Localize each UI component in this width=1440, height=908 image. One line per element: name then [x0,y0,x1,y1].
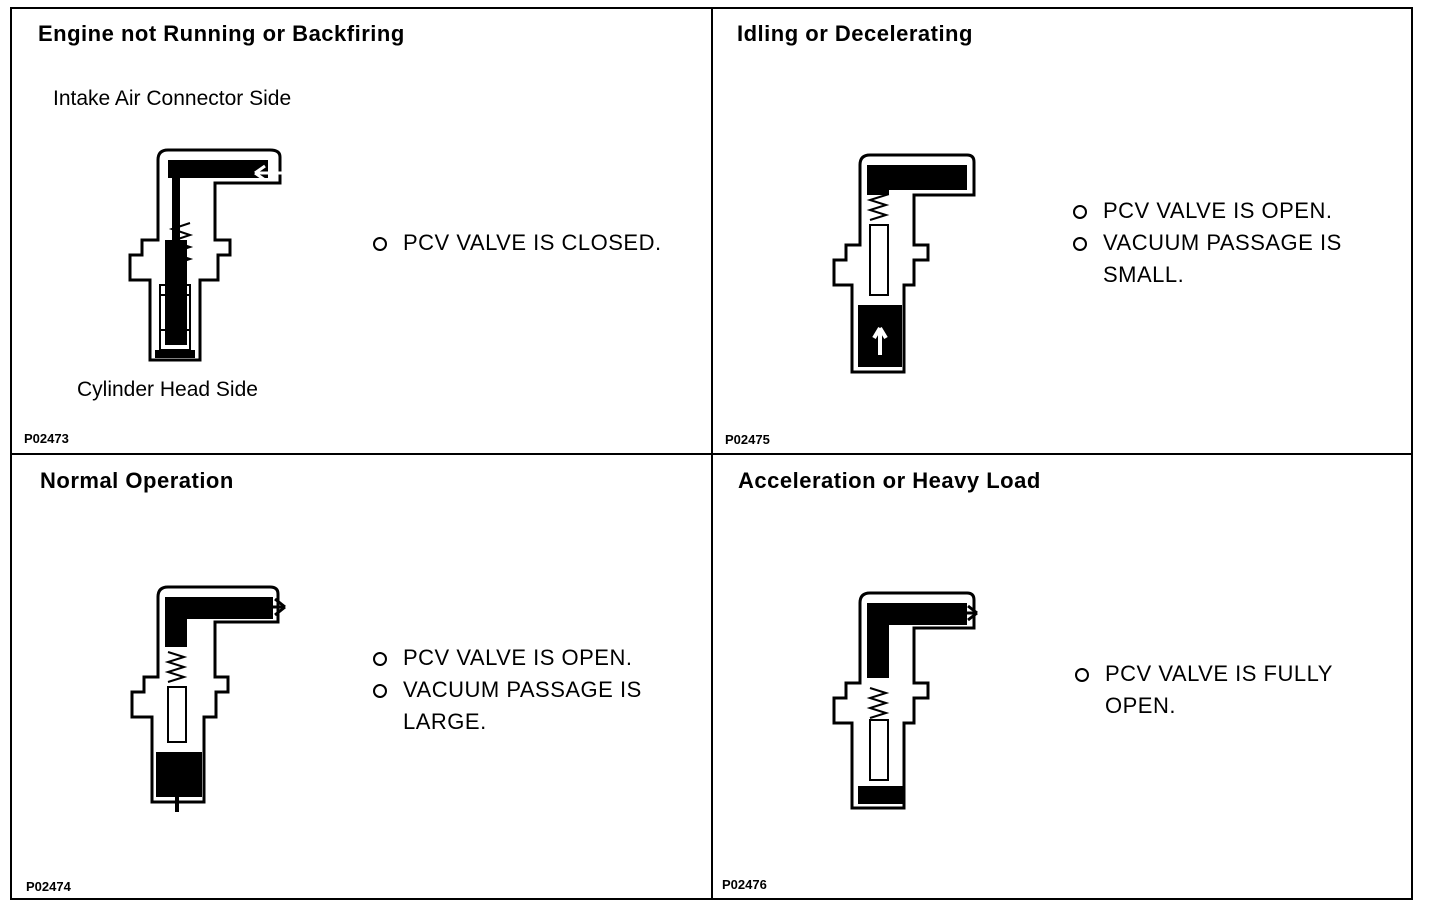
pcv-valve-closed-illustration [128,148,285,362]
bullet-circle-icon [373,227,403,259]
pcv-valve-fully-open-illustration [832,591,978,810]
note-item: PCV VALVE IS OPEN. [373,642,642,674]
panel-title: Normal Operation [40,468,234,493]
bullet-circle-icon [373,674,403,706]
pcv-valve-small-passage-illustration [832,153,976,374]
note-item: VACUUM PASSAGE IS [373,674,642,706]
bullet-circle-icon [1073,227,1103,259]
pcv-valve-large-passage-illustration [130,585,286,812]
note-item: PCV VALVE IS OPEN. [1073,195,1342,227]
figure-code: P02475 [725,432,770,447]
panel-divider-horizontal [10,453,1413,455]
note-item-continuation: OPEN. [1105,693,1176,718]
figure-code: P02474 [26,879,71,894]
note-item: VACUUM PASSAGE IS [1073,227,1342,259]
bullet-circle-icon [1075,658,1105,690]
panel-title: Engine not Running or Backfiring [38,21,405,46]
panel-title: Idling or Decelerating [737,21,973,46]
note-item: PCV VALVE IS CLOSED. [373,227,662,259]
cylinder-head-side-label: Cylinder Head Side [77,378,258,401]
note-item-continuation: SMALL. [1103,262,1185,287]
panel-notes: PCV VALVE IS CLOSED. [373,227,662,259]
panel-notes: PCV VALVE IS OPEN. VACUUM PASSAGE IS SMA… [1073,195,1342,291]
note-item-continuation: LARGE. [403,709,487,734]
figure-code: P02476 [722,877,767,892]
bullet-circle-icon [1073,195,1103,227]
note-item: PCV VALVE IS FULLY [1075,658,1333,690]
panel-title: Acceleration or Heavy Load [738,468,1041,493]
intake-side-label: Intake Air Connector Side [53,87,292,110]
bullet-circle-icon [373,642,403,674]
figure-code: P02473 [24,431,69,446]
panel-notes: PCV VALVE IS FULLY OPEN. [1075,658,1333,722]
panel-notes: PCV VALVE IS OPEN. VACUUM PASSAGE IS LAR… [373,642,642,738]
